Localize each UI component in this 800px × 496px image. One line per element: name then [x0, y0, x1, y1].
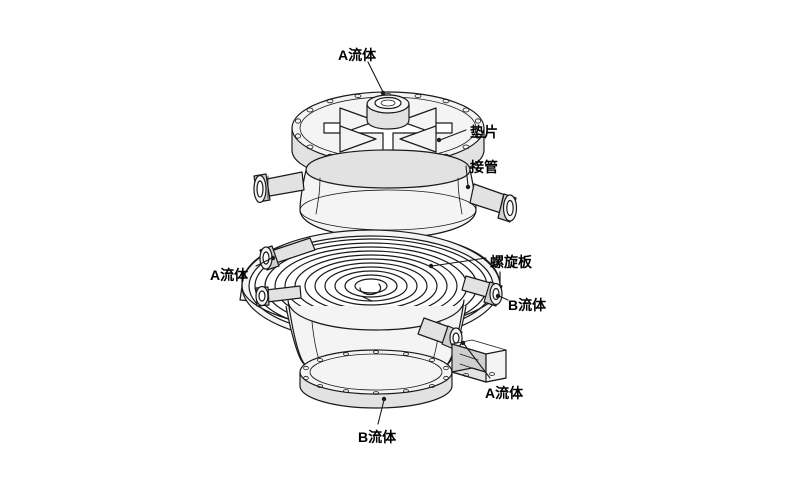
label-spiral-plate: 螺旋板	[490, 254, 532, 270]
support-bracket	[451, 339, 507, 383]
cover-center-nozzle	[366, 94, 410, 130]
bottom-flange	[299, 349, 453, 409]
spiral-nozzle-left-lower	[255, 285, 302, 307]
label-fluid-a-bottom: A流体	[485, 385, 524, 401]
label-nozzle: 接管	[470, 159, 498, 175]
upper-nozzle-left	[253, 171, 305, 204]
label-fluid-b-bottom: B流体	[358, 429, 397, 445]
label-fluid-b-right: B流体	[508, 297, 547, 313]
leader-lines	[255, 61, 509, 425]
spiral-nozzle-right	[461, 275, 503, 307]
label-fluid-a-left: A流体	[210, 267, 249, 283]
bottom-flange-bolt-holes	[303, 350, 449, 395]
label-fluid-a-top: A流体	[338, 47, 377, 63]
upper-nozzle-right	[469, 183, 518, 223]
label-gasket: 垫片	[470, 124, 498, 140]
spiral-nozzle-left-upper	[259, 237, 316, 271]
lower-right-nozzle	[417, 317, 463, 351]
upper-shell	[299, 149, 477, 239]
